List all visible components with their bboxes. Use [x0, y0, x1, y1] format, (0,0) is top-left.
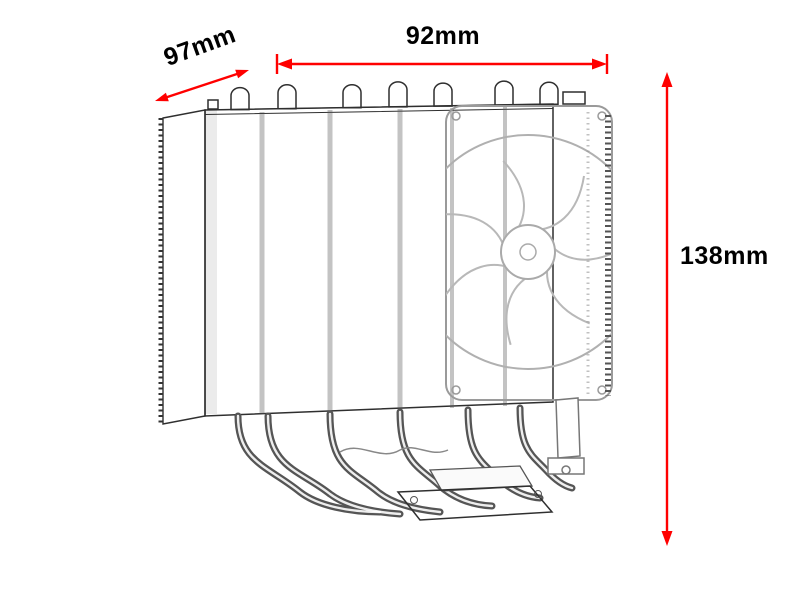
right-fin-edge [586, 112, 611, 398]
width-dimension-arrow [275, 54, 609, 74]
height-dimension-label: 138mm [680, 242, 769, 270]
base-plate [396, 465, 554, 521]
heat-pipes [234, 404, 576, 518]
heat-pipe-caps [207, 80, 586, 111]
depth-dimension-arrow [155, 69, 249, 102]
width-dimension-label: 92mm [405, 22, 481, 50]
height-dimension-arrow [661, 72, 673, 546]
mounting-bracket [547, 397, 585, 475]
